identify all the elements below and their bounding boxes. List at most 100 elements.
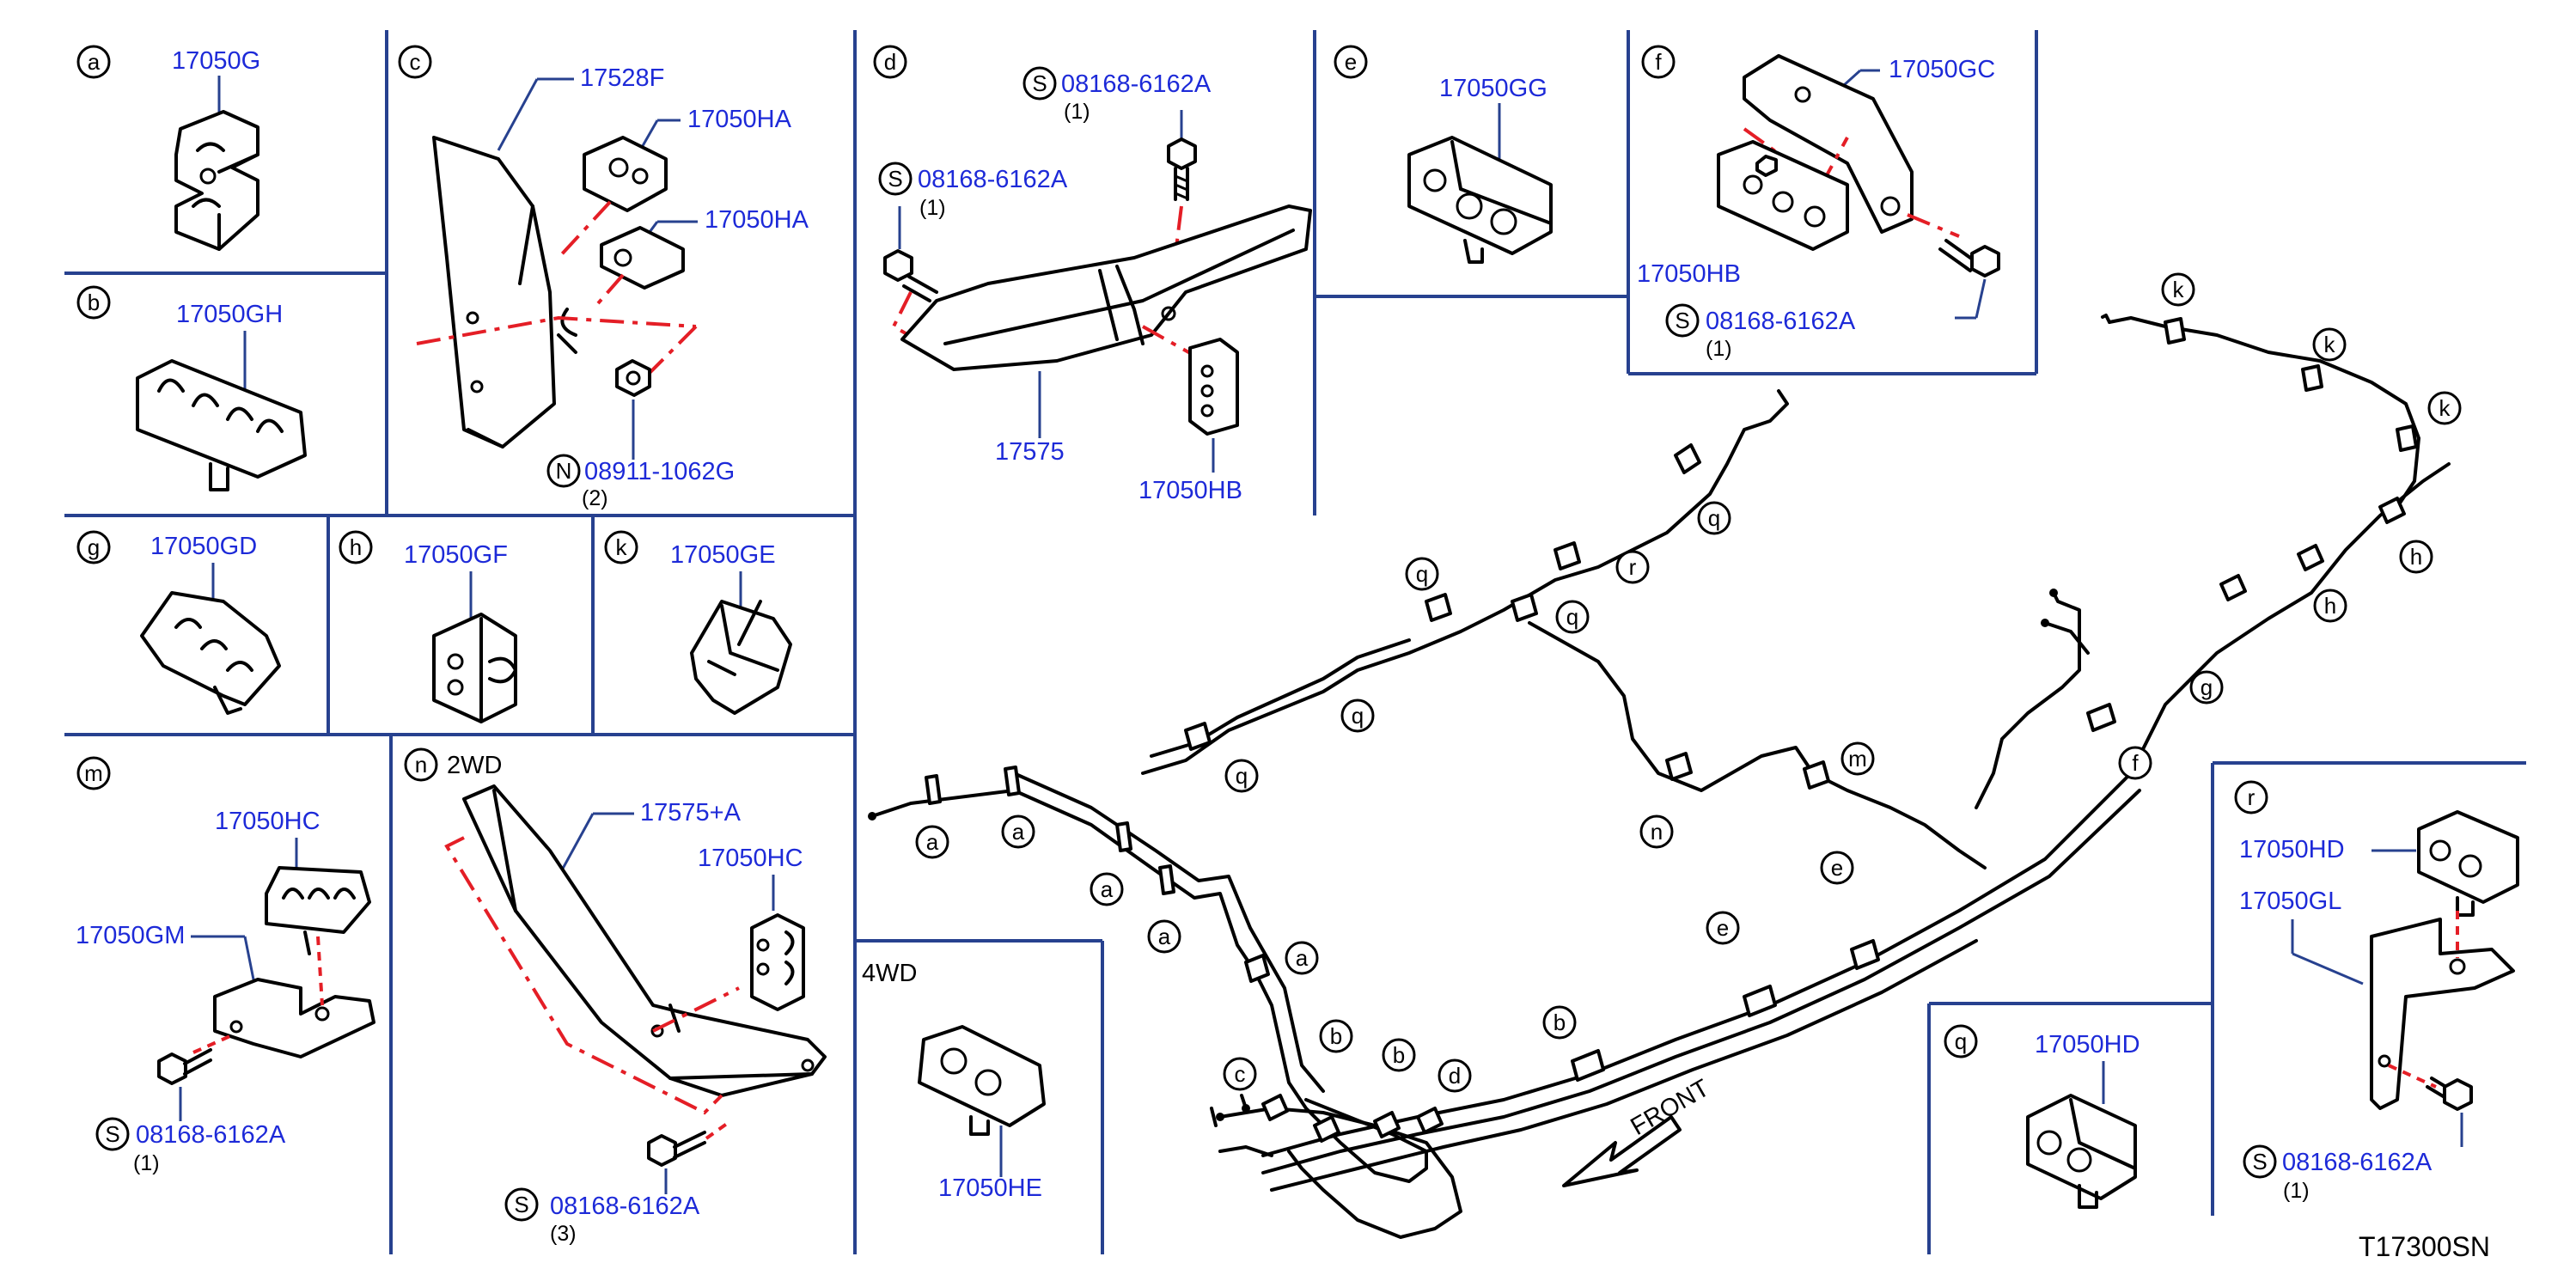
bracket-17050GL-illustration [2370,918,2515,1110]
panel-d-bolt-number: 08168-6162A [1061,70,1212,98]
panel-k-letter: k [616,534,628,560]
panel-n-bolt-symbol-letter: S [514,1192,528,1217]
panel-d-part-17050HB: 17050HB [1138,477,1242,504]
panel-h-letter: h [350,534,362,560]
callout-b-2: b [1393,1042,1405,1068]
callout-c: c [1235,1061,1246,1087]
panel-c-part-2: 17050HA [687,106,792,133]
tube-clip-e1 [1850,939,1880,970]
tube-clip-a2 [1004,766,1021,796]
panel-a: a 17050G [76,45,260,251]
callout-a-3: a [1101,876,1114,902]
panel-q-part-number: 17050HD [2035,1031,2140,1058]
panel-f-bolt-symbol-letter: S [1675,308,1689,333]
clip-17050HA-lower-illustration [557,226,685,354]
panel-f-bolt-symbol [1665,303,1700,338]
panel-q: q 17050HD [1944,1024,2140,1209]
clip-17050HB-f-illustration [1717,140,1849,251]
panel-r-bolt-number: 08168-6162A [2282,1149,2433,1176]
callout-k-3: k [2439,395,2451,421]
panel-g-badge [76,530,111,564]
tube-clip-h1 [2378,497,2406,524]
bolt-left-illustration [883,249,938,302]
panel-e-letter: e [1345,49,1357,75]
tube-clip-k1 [2164,317,2186,345]
callout-a-1: a [926,829,939,855]
callout-q-4: q [1566,604,1578,630]
callout-m: m [1848,746,1867,772]
tube-clip-a5 [1244,954,1270,983]
tube-clip-k2 [2301,364,2323,392]
tube-clip-b2 [1313,1115,1340,1143]
bracket-17050GC-illustration [1743,54,1914,234]
panel-f: f 17050GC 17050HB S 08168-6162A (1) [1637,45,2000,361]
panel-m-part-17050HC: 17050HC [215,808,320,835]
tube-clip-q1 [1425,593,1452,622]
panel-d-bolt-symbol [1022,66,1057,101]
panel-f-bolt-number: 08168-6162A [1706,308,1856,335]
tube-clip-b3 [1373,1111,1401,1138]
nut-08911-1062G-illustration [615,359,651,397]
panel-n-bolt-qty: (3) [550,1222,577,1246]
panel-c-badge [398,45,432,79]
panel-m-badge [76,756,111,790]
callout-q-3: q [1416,561,1428,587]
panel-c-nut-symbol [546,454,581,488]
callout-b-1: b [1330,1023,1342,1049]
tube-clip-h2 [2297,544,2324,571]
panel-k-part-number: 17050GE [670,541,776,569]
panel-h-badge [339,530,373,564]
bracket-17575A-illustration [462,784,827,1097]
callout-q-2: q [1352,703,1364,729]
callout-q-1: q [1236,763,1248,789]
panel-e-part-number: 17050GG [1439,75,1547,102]
clip-17050GH-illustration [136,359,307,491]
panel-d-bolt2-qty: (1) [919,196,946,220]
panel-d-bolt2-symbol [878,162,913,196]
panel-a-badge [76,45,111,79]
panel-m-bolt-number: 08168-6162A [136,1121,286,1149]
clip-17050HA-upper-illustration [583,136,668,212]
tube-clip-q4 [1184,722,1212,751]
panel-b-badge [76,285,111,320]
panel-e: e 17050GG [1334,45,1553,264]
tube-clip-c [1261,1094,1289,1121]
panel-m: m 17050HC 17050GM S 08168-6162A (1) [76,756,375,1175]
panel-d-bolt2-symbol-letter: S [888,166,902,192]
bracket-17575-illustration [900,204,1312,371]
panel-g-letter: g [88,534,100,560]
callout-k-2: k [2324,332,2336,357]
tube-clip-b1 [1571,1049,1605,1082]
panel-c-letter: c [410,49,421,75]
callout-g: g [2201,674,2213,700]
callout-q-5: q [1708,505,1720,531]
panel-m-part-17050GM: 17050GM [76,922,185,949]
panel-n-badge [404,747,438,782]
panel-h-part-number: 17050GF [404,541,508,569]
panel-b-part-number: 17050GH [176,301,283,328]
panel-r-part-17050GL: 17050GL [2239,888,2341,915]
callout-f: f [2132,750,2139,776]
clip-17050HD-r-illustration [2417,810,2519,917]
panel-k-badge [604,530,638,564]
panel-m-bolt-qty: (1) [133,1151,160,1175]
bracket-17050GM-illustration [213,978,375,1058]
panel-d-bolt-qty: (1) [1064,100,1090,124]
panel-a-letter: a [88,49,101,75]
bolt-f-illustration [1938,239,2000,278]
panel-n4wd-part-number: 17050HE [938,1174,1042,1202]
callout-a-5: a [1296,945,1309,971]
panel-m-bolt-symbol-letter: S [105,1121,119,1147]
tube-clip-n [1665,752,1693,781]
panel-r-part-17050HD: 17050HD [2239,836,2345,863]
clip-17050GG-illustration [1407,136,1553,264]
clip-17050G-illustration [174,110,259,251]
panel-k: k 17050GE [604,530,792,715]
panel-r-badge [2234,780,2268,814]
panel-r-bolt-qty: (1) [2283,1179,2310,1203]
panel-d-part-17575: 17575 [995,438,1065,466]
clip-17050GF-illustration [432,613,517,723]
callout-a-4: a [1158,924,1171,949]
tube-clip-k3 [2396,424,2418,452]
